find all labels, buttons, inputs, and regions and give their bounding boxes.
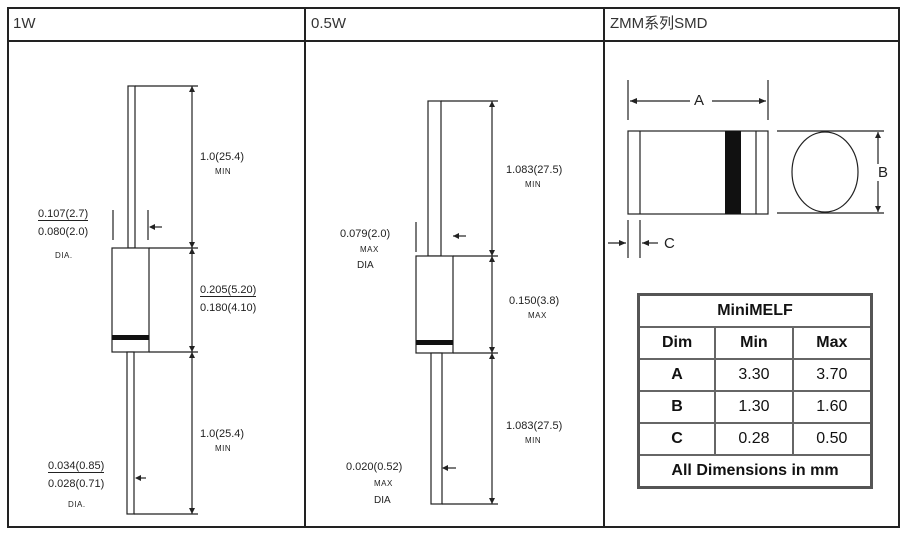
table-header-dim: Dim — [637, 326, 717, 360]
p1-body-len-lower: 0.180(4.10) — [200, 302, 257, 314]
p1-lead-dia-upper: 0.107(2.7) — [38, 208, 89, 221]
p2-wire-dia-sub2: DIA — [374, 495, 391, 506]
table-cell-max: 0.50 — [791, 422, 873, 456]
panel-divider-1 — [304, 7, 306, 528]
p1-wire-dia-sub: DIA. — [68, 500, 86, 509]
p1-wire-dia-lower: 0.028(0.71) — [48, 478, 105, 490]
table-row: A 3.30 3.70 — [637, 358, 873, 392]
table-footer: All Dimensions in mm — [637, 454, 873, 489]
p1-lead-dia-sub: DIA. — [55, 251, 73, 260]
table-header-max: Max — [791, 326, 873, 360]
p1-lead-bottom-sub: MIN — [215, 444, 232, 453]
p2-body-dia-value: 0.079(2.0) — [340, 228, 391, 240]
diode-05w-drawing — [415, 100, 498, 505]
table-title: MiniMELF — [637, 293, 873, 328]
minimelf-dimension-table: MiniMELF Dim Min Max A 3.30 3.70 B 1.30 … — [637, 293, 873, 489]
table-cell-min: 3.30 — [714, 358, 794, 392]
table-header-row: Dim Min Max — [637, 326, 873, 360]
p2-wire-dia-sub: MAX — [374, 479, 393, 488]
panel-title-1w: 1W — [13, 15, 36, 32]
table-cell-dim: A — [637, 358, 717, 392]
table-cell-max: 3.70 — [791, 358, 873, 392]
panel-title-05w: 0.5W — [311, 15, 347, 32]
p1-wire-dia-upper: 0.034(0.85) — [48, 460, 105, 473]
p2-lead-top-sub: MIN — [525, 180, 542, 189]
p1-lead-top-sub: MIN — [215, 167, 232, 176]
outer-frame — [7, 7, 900, 528]
table-cell-min: 1.30 — [714, 390, 794, 424]
p3-label-b: B — [877, 164, 890, 181]
p2-body-dia-sub2: DIA — [357, 260, 374, 271]
p1-lead-bottom-value: 1.0(25.4) — [200, 428, 245, 440]
table-footer-row: All Dimensions in mm — [637, 454, 873, 489]
table-row: C 0.28 0.50 — [637, 422, 873, 456]
panel-title-zmm: ZMM系列SMD — [610, 15, 708, 32]
table-title-row: MiniMELF — [637, 293, 873, 328]
table-header-min: Min — [714, 326, 794, 360]
minimelf-drawing — [608, 80, 884, 258]
p1-lead-top-value: 1.0(25.4) — [200, 151, 245, 163]
p2-lead-top-value: 1.083(27.5) — [506, 164, 563, 176]
p3-label-a: A — [694, 92, 705, 109]
table-row: B 1.30 1.60 — [637, 390, 873, 424]
arrowheads — [135, 86, 881, 514]
header-divider — [7, 40, 900, 42]
p3-label-c: C — [664, 235, 675, 252]
diode-1w-drawing — [111, 85, 198, 515]
p2-body-len-value: 0.150(3.8) — [509, 295, 560, 307]
p1-lead-dia-lower: 0.080(2.0) — [38, 226, 89, 238]
p2-wire-dia-value: 0.020(0.52) — [346, 461, 403, 473]
p1-body-len-upper: 0.205(5.20) — [200, 284, 257, 297]
table-cell-min: 0.28 — [714, 422, 794, 456]
table-cell-max: 1.60 — [791, 390, 873, 424]
table-cell-dim: B — [637, 390, 717, 424]
p2-body-dia-sub: MAX — [360, 245, 379, 254]
table-cell-dim: C — [637, 422, 717, 456]
p2-lead-bottom-sub: MIN — [525, 436, 542, 445]
p2-body-len-sub: MAX — [528, 311, 547, 320]
panel-divider-2 — [603, 7, 605, 528]
p2-lead-bottom-value: 1.083(27.5) — [506, 420, 563, 432]
